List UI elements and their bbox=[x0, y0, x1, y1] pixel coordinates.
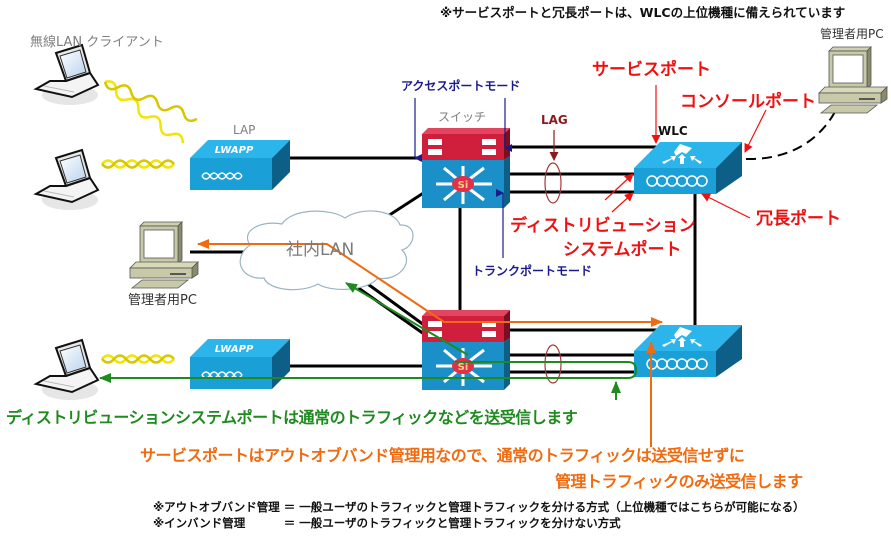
console-cable bbox=[745, 109, 837, 161]
admin-pc-icon bbox=[129, 221, 199, 289]
annotation-arrows bbox=[414, 85, 767, 258]
lag-ring-top bbox=[544, 162, 562, 204]
admin-pc-icon bbox=[818, 46, 888, 114]
service-port-caption-line2: 管理トラフィックのみ送受信します bbox=[555, 472, 803, 491]
service-port-label: サービスポート bbox=[592, 60, 711, 80]
out-of-band-note: ※アウトオブバンド管理 ＝ 一般ユーザのトラフィックと管理トラフィックを分ける方… bbox=[153, 500, 805, 514]
admin-pc-right-label: 管理者用PC bbox=[820, 27, 884, 41]
console-port-arrow bbox=[744, 109, 767, 153]
console-port-label: コンソールポート bbox=[680, 92, 816, 112]
redundant-port-label: 冗長ポート bbox=[756, 209, 841, 229]
lap-device: LWAPP bbox=[190, 140, 290, 190]
top-note: ※サービスポートと冗長ポートは、WLCの上位機種に備えられています bbox=[440, 5, 846, 20]
lag-rings bbox=[544, 162, 562, 384]
lap-device bbox=[189, 338, 291, 390]
data-path-to-lan bbox=[345, 282, 469, 356]
management-traffic-flow bbox=[197, 239, 663, 447]
lag-ring-bottom bbox=[544, 344, 562, 384]
lap-label: LAP bbox=[233, 123, 256, 137]
distribution-port-arrow-1 bbox=[604, 173, 634, 201]
wlc-label: WLC bbox=[658, 124, 688, 138]
data-traffic-flow bbox=[99, 282, 638, 400]
wlc-device bbox=[634, 142, 742, 194]
distribution-port-label-line1: ディストリビューション bbox=[510, 216, 696, 236]
laptop-icon bbox=[35, 339, 99, 401]
distribution-port-label-line2: システムポート bbox=[563, 240, 682, 260]
access-port-mode-label: アクセスポートモード bbox=[401, 79, 521, 93]
wireless-signal-diagonal bbox=[103, 80, 198, 144]
distribution-port-arrow-2 bbox=[611, 192, 634, 213]
switch-label: スイッチ bbox=[438, 110, 487, 124]
laptop-icon bbox=[35, 149, 99, 211]
trunk-port-mode-label: トランクポートモード bbox=[472, 264, 593, 278]
corporate-lan-label: 社内LAN bbox=[286, 240, 355, 260]
network-links bbox=[190, 109, 837, 374]
service-port-caption-line1: サービスポートはアウトオブバンド管理用なので、通常のトラフィックは送受信せずに bbox=[140, 446, 745, 465]
switch-logo: Si bbox=[458, 180, 469, 191]
wireless-signal-horizontal-1 bbox=[101, 159, 175, 169]
data-path-loop bbox=[99, 361, 638, 383]
corporate-lan-cloud bbox=[239, 210, 414, 291]
lag-label: LAG bbox=[541, 113, 568, 127]
switch-device: Si bbox=[422, 128, 510, 208]
link-lan-switch2 bbox=[364, 280, 425, 327]
laptop-icon bbox=[33, 43, 100, 105]
admin-pc-left-label: 管理者用PC bbox=[128, 293, 197, 308]
in-band-note: ※インバンド管理 ＝ 一般ユーザのトラフィックと管理トラフィックを分けない方式 bbox=[153, 516, 621, 530]
redundant-port-arrow bbox=[701, 193, 751, 219]
link-lan-switch2-b bbox=[356, 285, 425, 336]
wireless-signals bbox=[101, 80, 198, 364]
distribution-caption: ディストリビューションシステムポートは通常のトラフィックなどを送受信します bbox=[6, 408, 578, 427]
wireless-clients-label: 無線LAN クライアント bbox=[30, 35, 164, 50]
lwapp-logo: LWAPP bbox=[215, 145, 254, 156]
wireless-signal-horizontal-2 bbox=[101, 354, 175, 364]
